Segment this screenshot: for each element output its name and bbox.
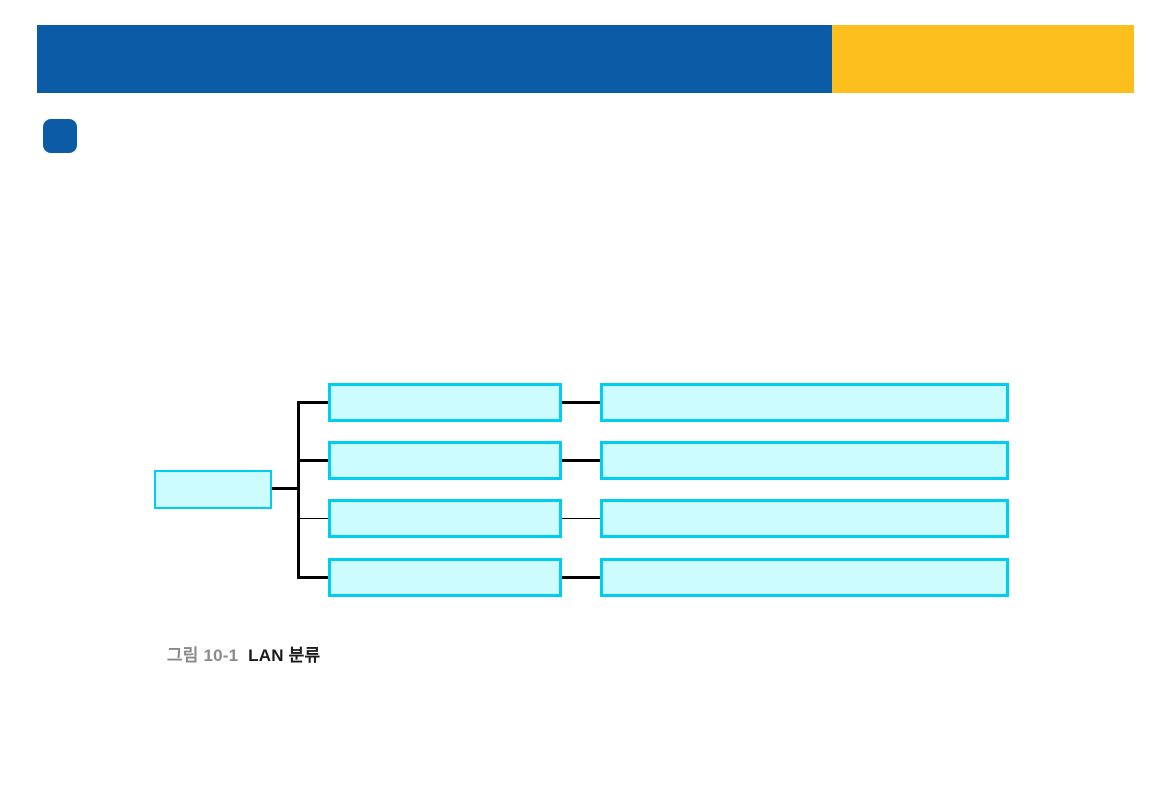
- root-node: [154, 470, 272, 509]
- leaf-node-1: [600, 383, 1009, 422]
- leaf-node-3: [600, 499, 1009, 538]
- leaf-node-2: [600, 441, 1009, 480]
- figure-caption: 그림 10-1 LAN 분류: [157, 621, 320, 666]
- connector-trunk: [297, 401, 300, 579]
- leaf-node-4: [600, 558, 1009, 597]
- mid-node-4: [328, 558, 562, 597]
- connector-midleaf-2: [562, 459, 600, 462]
- connector-midleaf-3: [562, 518, 600, 519]
- mid-node-2: [328, 441, 562, 480]
- figure-title: LAN 분류: [248, 646, 321, 665]
- connector-branch-4: [298, 576, 328, 579]
- connector-root: [272, 487, 299, 490]
- caption-separator: [238, 646, 248, 665]
- connector-branch-2: [298, 459, 328, 462]
- connector-branch-1: [298, 401, 328, 404]
- mid-node-3: [328, 499, 562, 538]
- connector-midleaf-4: [562, 576, 600, 579]
- section-bullet-icon: [43, 119, 77, 153]
- header-accent-bar: [832, 25, 1134, 93]
- mid-node-1: [328, 383, 562, 422]
- connector-branch-3: [298, 518, 328, 519]
- connector-midleaf-1: [562, 401, 600, 404]
- header-bar: [37, 25, 832, 93]
- figure-number: 그림 10-1: [166, 646, 239, 665]
